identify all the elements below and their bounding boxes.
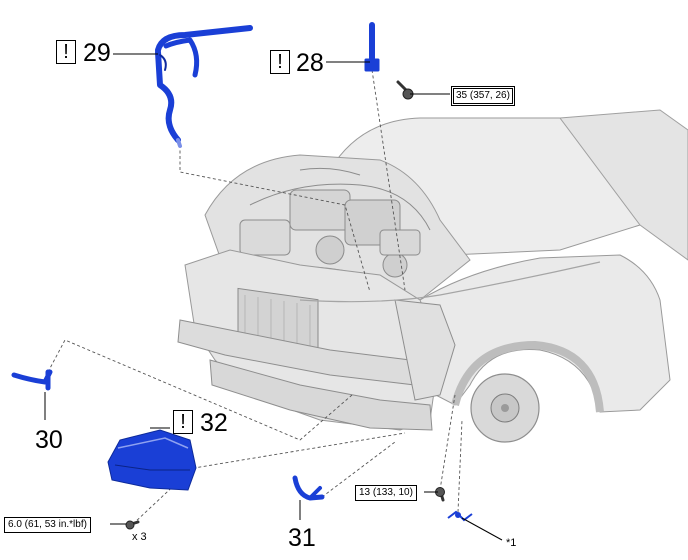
bolt-13 <box>435 487 445 502</box>
warning-icon-28: ! <box>270 50 290 74</box>
torque-label-35: 35 (357, 26) <box>451 86 515 106</box>
route-29 <box>179 145 371 293</box>
part-28-hose <box>364 22 380 72</box>
headlamp-area <box>394 299 456 401</box>
vehicle-illustration <box>177 109 688 443</box>
callout-30: 30 <box>35 426 63 454</box>
callout-31: 31 <box>288 524 316 552</box>
quantity-label: x 3 <box>132 531 147 543</box>
highlighted-parts <box>11 22 473 530</box>
lower-frame <box>209 359 433 431</box>
note-marker: *1 <box>506 537 517 549</box>
hood-edge <box>299 261 601 303</box>
wheel-arch <box>451 340 604 413</box>
part-32-cover <box>107 429 197 491</box>
clip-note-1 <box>447 510 473 522</box>
callout-32: 32 <box>200 409 228 437</box>
part-30-hose <box>11 369 53 391</box>
route-31 <box>321 441 396 498</box>
leader-lines <box>44 53 503 541</box>
route-bolt-13 <box>439 394 456 491</box>
warning-icon-32: ! <box>173 410 193 434</box>
callout-28: 28 <box>296 49 324 77</box>
part-29-hose <box>155 25 253 148</box>
bolt-x3 <box>125 520 140 530</box>
part-31-hose <box>292 475 325 501</box>
route-note-1 <box>457 419 463 513</box>
front-fender <box>419 254 671 413</box>
torque-label-13: 13 (133, 10) <box>355 485 417 501</box>
warning-icon-29: ! <box>56 40 76 64</box>
bolt-28 <box>396 80 414 100</box>
windshield <box>559 109 688 261</box>
route-30 <box>47 339 353 441</box>
engine-components <box>239 167 431 281</box>
route-32 <box>181 432 406 471</box>
route-28 <box>371 69 406 291</box>
hub-center <box>501 404 509 412</box>
callout-29: 29 <box>83 39 111 67</box>
torque-label-6: 6.0 (61, 53 in.*lbf) <box>4 517 91 533</box>
leader-note-1 <box>461 517 503 541</box>
